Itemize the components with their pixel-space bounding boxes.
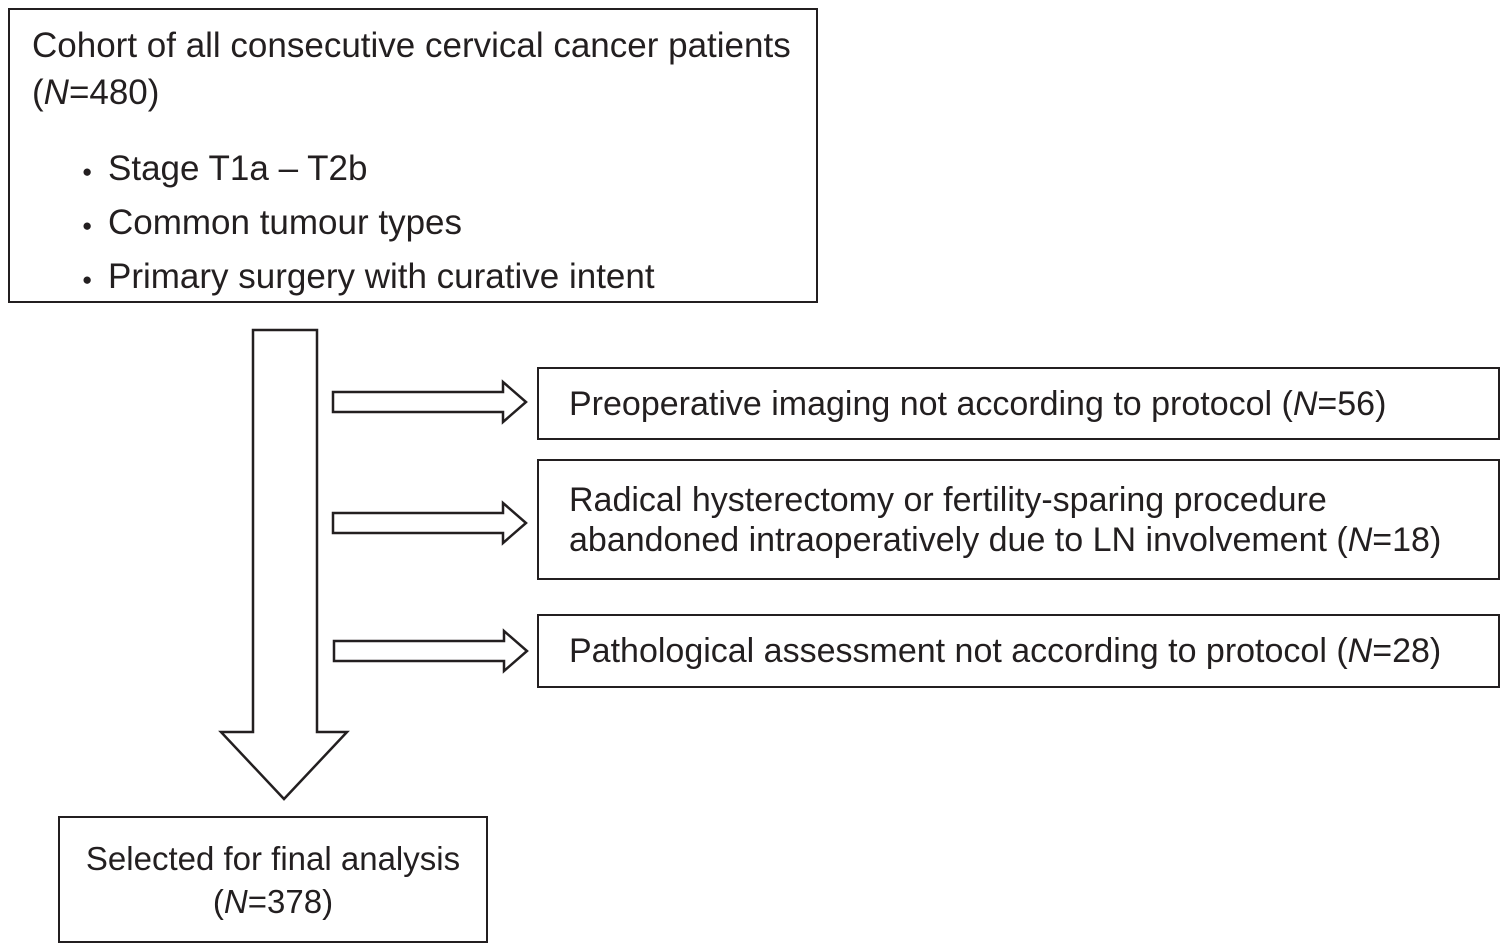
cohort-box-title: Cohort of all consecutive cervical cance… [32,22,816,116]
criteria-item-stage: ● Stage T1a – T2b [82,143,816,197]
exclusion-text-line: abandoned intraoperatively due to LN inv… [569,520,1442,559]
right-arrow-2 [331,500,528,546]
cohort-box: Cohort of all consecutive cervical cance… [8,8,818,303]
down-arrow [218,328,350,801]
final-analysis-box: Selected for final analysis (N=378) [58,816,488,943]
criteria-list: ● Stage T1a – T2b ● Common tumour types ● P… [10,143,816,305]
right-arrow-1 [331,379,528,425]
italic-n: N [1347,520,1373,559]
italic-n: N [1347,632,1373,670]
exclusion-text-line: Pathological assessment not according to… [569,632,1442,670]
bullet-icon: ● [82,162,93,181]
criteria-item-label: Common tumour types [108,203,463,242]
bullet-icon: ● [82,270,93,289]
bullet-icon: ● [82,216,93,235]
exclusion-text-line: Radical hysterectomy or fertility-sparin… [569,480,1327,519]
criteria-item-label: Stage T1a – T2b [108,149,368,188]
criteria-item-label: Primary surgery with curative intent [108,257,655,296]
right-arrow-3 [332,628,529,674]
italic-n: N [1292,384,1318,423]
exclusion-box-pathological-assessment: Pathological assessment not according to… [537,614,1500,688]
final-box-line1: Selected for final analysis [85,839,461,877]
cohort-title-line1: Cohort of all consecutive cervical cance… [32,26,791,65]
final-box-count: (N=378) [212,882,334,920]
cohort-title-count: (N=480) [32,73,160,112]
criteria-item-tumour-types: ● Common tumour types [82,197,816,251]
criteria-item-primary-surgery: ● Primary surgery with curative intent [82,251,816,305]
exclusion-box-preoperative-imaging: Preoperative imaging not according to pr… [537,367,1500,440]
italic-n: N [223,882,248,920]
exclusion-box-abandoned-procedure: Radical hysterectomy or fertility-sparin… [537,459,1500,580]
italic-n: N [43,73,69,112]
exclusion-text-line: Preoperative imaging not according to pr… [569,384,1387,423]
